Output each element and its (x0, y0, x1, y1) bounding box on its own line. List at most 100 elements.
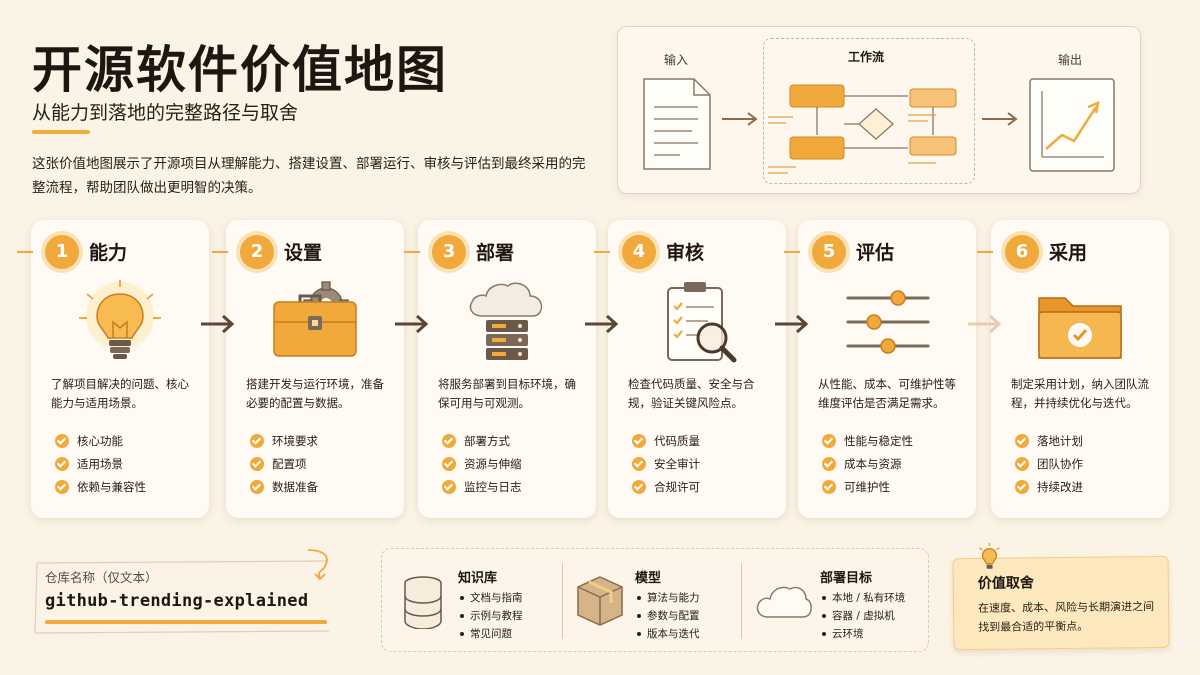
check-icon (1015, 480, 1029, 494)
checklist-item-label: 代码质量 (654, 434, 700, 448)
repo-panel: 仓库名称（仅文本） github-trending-explained (31, 557, 338, 636)
repo-sketch-frame (34, 560, 330, 634)
subtitle-underline (32, 130, 90, 134)
stage-checklist: 部署方式 资源与伸缩 监控与日志 (442, 434, 522, 503)
repo-label: 仓库名称（仅文本） (45, 570, 158, 585)
stage-description: 从性能、成本、可维护性等维度评估是否满足需求。 (818, 377, 956, 410)
stage-number-tick (404, 251, 420, 253)
checklist-item: 安全审计 (632, 457, 700, 480)
resource-deploy-target[interactable]: 部署目标 本地 / 私有环境 容器 / 虚拟机 云环境 (742, 549, 928, 651)
stage-number-tick (212, 251, 228, 253)
checklist-item-label: 合规许可 (654, 480, 700, 494)
arrow-right-icon (395, 314, 429, 334)
resource-model[interactable]: 模型 算法与能力 参数与配置 版本与迭代 (563, 549, 741, 651)
resource-knowledge-base[interactable]: 知识库 文档与指南 示例与教程 常见问题 (382, 549, 562, 651)
tradeoff-note: 价值取舍 在速度、成本、风险与长期演进之间找到最合适的平衡点。 (952, 542, 1170, 651)
checklist-item: 合规许可 (632, 480, 700, 503)
flow-box-icon (789, 84, 957, 160)
arrow-right-icon (722, 112, 758, 126)
stage-description: 了解项目解决的问题、核心能力与适用场景。 (51, 377, 189, 410)
checklist-item-label: 适用场景 (77, 457, 123, 471)
stage-card-capability[interactable]: 1 能力 了解项目解决的问题、核心能力与适用场景。 核心功能 适用场景 依赖与兼… (17, 220, 209, 518)
checklist-item-label: 可维护性 (844, 480, 890, 494)
check-icon (822, 457, 836, 471)
checklist-item: 配置项 (250, 457, 318, 480)
stage-number-tick (594, 251, 610, 253)
resource-title: 模型 (635, 571, 662, 586)
checklist-item-label: 核心功能 (77, 434, 123, 448)
checklist-item: 数据准备 (250, 480, 318, 503)
checklist-item: 落地计划 (1015, 434, 1083, 457)
stage-card-evaluate[interactable]: 5 评估 从性能、成本、可维护性等维度评估是否满足需求。 性能与稳定性 成本与资… (784, 220, 976, 518)
checklist-item-label: 落地计划 (1037, 434, 1083, 448)
checklist-item-label: 数据准备 (272, 480, 318, 494)
list-item: 本地 / 私有环境 (822, 591, 905, 609)
check-icon (1015, 457, 1029, 471)
list-item: 参数与配置 (637, 609, 700, 627)
resource-list: 算法与能力 参数与配置 版本与迭代 (637, 591, 700, 645)
check-icon (55, 434, 69, 448)
divider (741, 563, 742, 639)
stage-card-deploy[interactable]: 3 部署 将服务部署到目标环境，确保可用与可观测。 部署方式 资源与伸缩 监控与… (404, 220, 596, 518)
stage-card-adopt[interactable]: 6 采用 制定采用计划，纳入团队流程，并持续优化与迭代。 落地计划 团队协作 持… (977, 220, 1169, 518)
check-icon (632, 457, 646, 471)
checklist-item-label: 配置项 (272, 457, 307, 471)
page-title: 开源软件价值地图 (32, 41, 448, 99)
repo-name[interactable]: github-trending-explained (45, 591, 309, 611)
resource-list: 本地 / 私有环境 容器 / 虚拟机 云环境 (822, 591, 905, 645)
checklist-item: 持续改进 (1015, 480, 1083, 503)
checklist-item: 团队协作 (1015, 457, 1083, 480)
workflow-output-label: 输出 (1058, 53, 1083, 67)
arrow-right-icon (775, 314, 809, 334)
checklist-item: 成本与资源 (822, 457, 913, 480)
checklist-item: 依赖与兼容性 (55, 480, 146, 503)
stage-checklist: 环境要求 配置项 数据准备 (250, 434, 318, 503)
curly-arrow-icon (307, 549, 328, 581)
stage-description: 检查代码质量、安全与合规，验证关键风险点。 (628, 377, 755, 410)
flow-scribble-icon (768, 114, 936, 174)
repo-underline (45, 620, 327, 624)
stage-title: 设置 (284, 242, 323, 264)
checklist-item-label: 性能与稳定性 (844, 434, 913, 448)
check-icon (822, 480, 836, 494)
resource-list: 文档与指南 示例与教程 常见问题 (460, 591, 523, 645)
stage-description: 制定采用计划，纳入团队流程，并持续优化与迭代。 (1011, 377, 1149, 410)
stage-title: 部署 (476, 242, 515, 264)
checklist-item: 适用场景 (55, 457, 146, 480)
checklist-item-label: 资源与伸缩 (464, 457, 522, 471)
checklist-item: 可维护性 (822, 480, 913, 503)
stage-number-badge: 2 (240, 235, 274, 269)
checklist-item: 核心功能 (55, 434, 146, 457)
stage-number-badge: 5 (812, 235, 846, 269)
arrow-right-icon (968, 314, 1002, 334)
resource-title: 部署目标 (820, 571, 873, 586)
stage-number-badge: 1 (45, 235, 79, 269)
check-icon (1015, 434, 1029, 448)
stage-number-tick (784, 251, 800, 253)
stage-card-review[interactable]: 4 审核 检查代码质量、安全与合规，验证关键风险点。 代码质量 安全审计 合规许… (594, 220, 786, 518)
stage-description: 将服务部署到目标环境，确保可用与可观测。 (438, 377, 576, 410)
stage-card-setup[interactable]: 2 设置 搭建开发与运行环境，准备必要的配置与数据。 环境要求 配置项 数据准备 (212, 220, 404, 518)
document-icon (643, 78, 711, 170)
check-icon (442, 480, 456, 494)
arrow-right-icon (982, 112, 1018, 126)
checklist-item-label: 依赖与兼容性 (77, 480, 146, 494)
resource-title: 知识库 (458, 571, 498, 586)
database-icon (404, 576, 442, 629)
check-icon (632, 434, 646, 448)
checklist-item: 性能与稳定性 (822, 434, 913, 457)
intro-text: 这张价值地图展示了开源项目从理解能力、搭建设置、部署运行、审核与评估到最终采用的… (32, 156, 586, 196)
sliders-icon (846, 290, 930, 354)
stage-title: 评估 (856, 242, 895, 264)
check-icon (632, 480, 646, 494)
stage-checklist: 核心功能 适用场景 依赖与兼容性 (55, 434, 146, 503)
stage-number-badge: 3 (432, 235, 466, 269)
stage-number-badge: 6 (1005, 235, 1039, 269)
stage-title: 能力 (89, 242, 128, 264)
folder-check-icon (1038, 297, 1122, 359)
list-item: 云环境 (822, 627, 905, 645)
workflow-graphic (643, 78, 1115, 174)
check-icon (55, 480, 69, 494)
check-icon (442, 434, 456, 448)
stage-checklist: 性能与稳定性 成本与资源 可维护性 (822, 434, 913, 503)
